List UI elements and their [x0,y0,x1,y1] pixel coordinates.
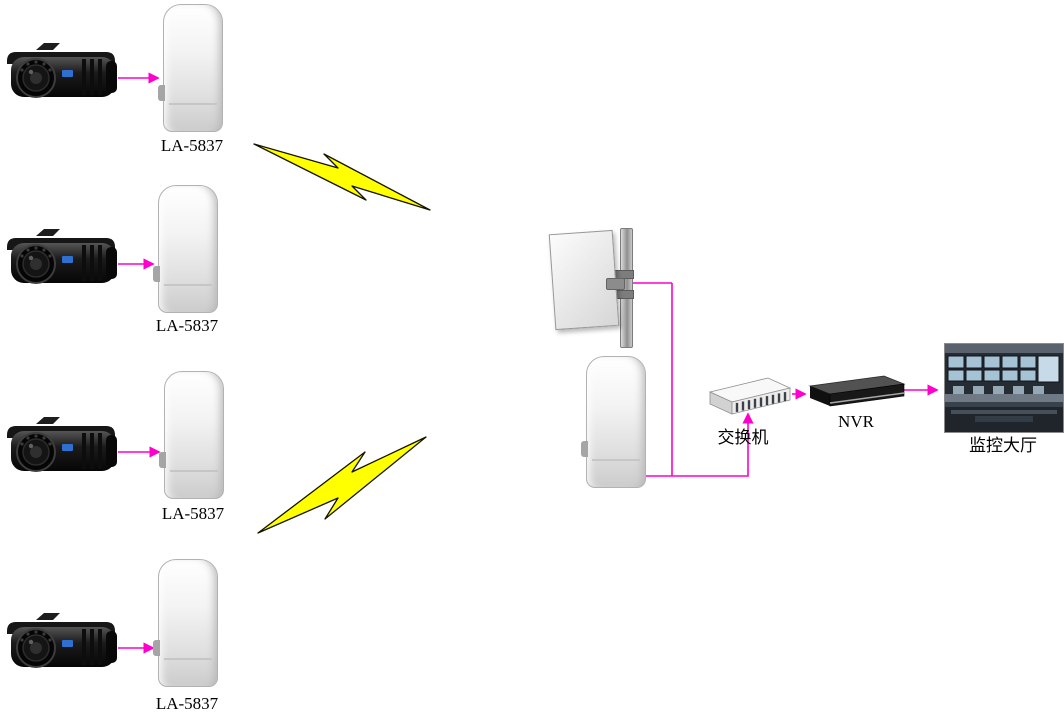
nvr-label: NVR [838,412,874,431]
switch-ports [735,392,787,412]
central-wireless-ap [581,356,646,488]
antenna-feed [606,278,625,290]
cctv-camera-3 [7,417,117,472]
ap-label-4: LA-5837 [155,694,219,713]
monitor-hall-label: 监控大厅 [969,436,1037,455]
monitoring-hall-photo [944,343,1064,433]
ap-to-switch-link [644,412,754,477]
monitor-wall [947,355,1060,383]
ap-label-2: LA-5837 [155,316,219,335]
switch-label: 交换机 [717,428,769,447]
nvr-recorder [808,375,906,407]
cctv-camera-2 [7,229,117,284]
wireless-signal-bolt-top [253,143,431,211]
cctv-camera-1 [7,43,117,98]
lightning-bolt-icon [253,143,431,211]
wireless-ap-2 [153,185,218,313]
ap-label-3: LA-5837 [161,504,225,523]
console-monitors [953,386,1044,394]
ap-label-1: LA-5837 [160,136,224,155]
lightning-bolt-icon [257,436,427,534]
cctv-camera-4 [7,613,117,668]
wireless-ap-1 [158,4,223,132]
wireless-ap-4 [153,559,218,687]
panel-antenna-assembly [548,226,662,352]
ethernet-switch [708,377,792,415]
wireless-signal-bolt-bottom [257,436,427,534]
wireless-ap-3 [159,371,224,499]
